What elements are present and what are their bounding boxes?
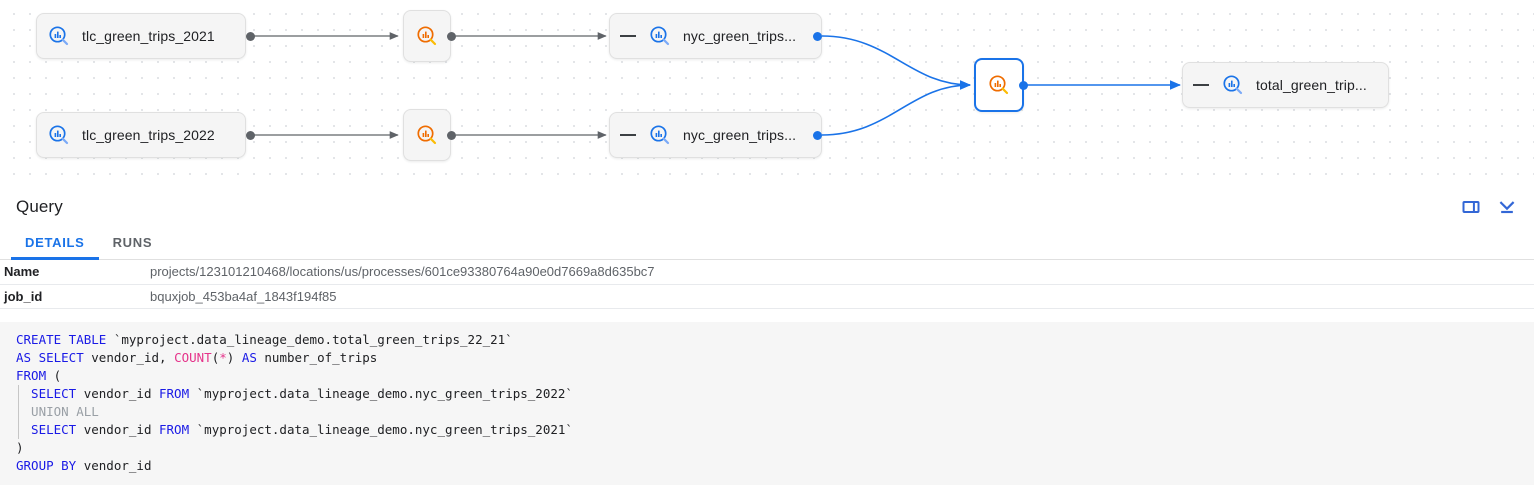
bigquery-table-icon xyxy=(1221,73,1245,97)
lineage-graph-canvas[interactable]: tlc_green_trips_2021 nyc_gr xyxy=(0,0,1534,186)
detail-key: Name xyxy=(0,260,150,285)
detail-value: projects/123101210468/locations/us/proce… xyxy=(150,260,1534,285)
node-output-port[interactable] xyxy=(447,131,456,140)
bigquery-table-icon xyxy=(648,123,672,147)
lineage-node-process-bottom[interactable] xyxy=(403,109,451,161)
lineage-node-label: nyc_green_trips... xyxy=(683,28,797,44)
lineage-node-tlc-green-trips-2022[interactable]: tlc_green_trips_2022 xyxy=(36,112,246,158)
query-panel-header: Query xyxy=(0,186,1534,228)
detail-value: bquxjob_453ba4af_1843f194f85 xyxy=(150,284,1534,309)
lineage-node-tlc-green-trips-2021[interactable]: tlc_green_trips_2021 xyxy=(36,13,246,59)
node-output-port[interactable] xyxy=(1019,81,1028,90)
lineage-node-label: nyc_green_trips... xyxy=(683,127,797,143)
sql-line: CREATE TABLE `myproject.data_lineage_dem… xyxy=(16,331,513,347)
node-output-port[interactable] xyxy=(813,131,822,140)
details-table: Name projects/123101210468/locations/us/… xyxy=(0,260,1534,309)
lineage-node-process-top[interactable] xyxy=(403,10,451,62)
lineage-node-process-selected[interactable] xyxy=(974,58,1024,112)
bigquery-table-icon xyxy=(47,24,71,48)
tab-details[interactable]: DETAILS xyxy=(11,228,99,260)
node-output-port[interactable] xyxy=(246,131,255,140)
lineage-node-label: tlc_green_trips_2021 xyxy=(82,28,215,44)
sql-line: ) xyxy=(16,439,24,455)
sql-code-block[interactable]: CREATE TABLE `myproject.data_lineage_dem… xyxy=(0,321,1534,485)
lineage-process-icon xyxy=(415,123,439,147)
lineage-process-icon xyxy=(987,73,1011,97)
table-row: Name projects/123101210468/locations/us/… xyxy=(0,260,1534,285)
lineage-node-label: total_green_trip... xyxy=(1256,77,1367,93)
lineage-node-total-green-trips[interactable]: total_green_trip... xyxy=(1182,62,1389,108)
node-output-port[interactable] xyxy=(447,32,456,41)
sql-line: GROUP BY vendor_id xyxy=(16,457,152,473)
table-row: job_id bquxjob_453ba4af_1843f194f85 xyxy=(0,284,1534,309)
sql-line: SELECT vendor_id FROM `myproject.data_li… xyxy=(0,384,1534,403)
collapse-toggle-icon[interactable] xyxy=(620,35,636,37)
node-output-port[interactable] xyxy=(246,32,255,41)
bigquery-table-icon xyxy=(648,24,672,48)
sql-line: UNION ALL xyxy=(0,402,1534,421)
split-panel-icon[interactable] xyxy=(1458,194,1484,220)
tab-runs[interactable]: RUNS xyxy=(112,235,153,250)
node-output-port[interactable] xyxy=(813,32,822,41)
query-details-panel: Query DETAILS RUNS Name projects/1231012… xyxy=(0,186,1534,485)
sql-line: FROM ( xyxy=(16,367,62,383)
lineage-node-nyc-green-trips-bottom[interactable]: nyc_green_trips... xyxy=(609,112,822,158)
sql-line: AS SELECT vendor_id, COUNT(*) AS number_… xyxy=(16,349,378,365)
panel-title: Query xyxy=(16,197,63,216)
collapse-panel-icon[interactable] xyxy=(1494,194,1520,220)
lineage-process-icon xyxy=(415,24,439,48)
lineage-node-nyc-green-trips-top[interactable]: nyc_green_trips... xyxy=(609,13,822,59)
collapse-toggle-icon[interactable] xyxy=(620,134,636,136)
detail-key: job_id xyxy=(0,284,150,309)
collapse-toggle-icon[interactable] xyxy=(1193,84,1209,86)
lineage-node-label: tlc_green_trips_2022 xyxy=(82,127,215,143)
bigquery-table-icon xyxy=(47,123,71,147)
query-panel-tabs: DETAILS RUNS xyxy=(0,228,1534,260)
sql-line: SELECT vendor_id FROM `myproject.data_li… xyxy=(0,420,1534,439)
